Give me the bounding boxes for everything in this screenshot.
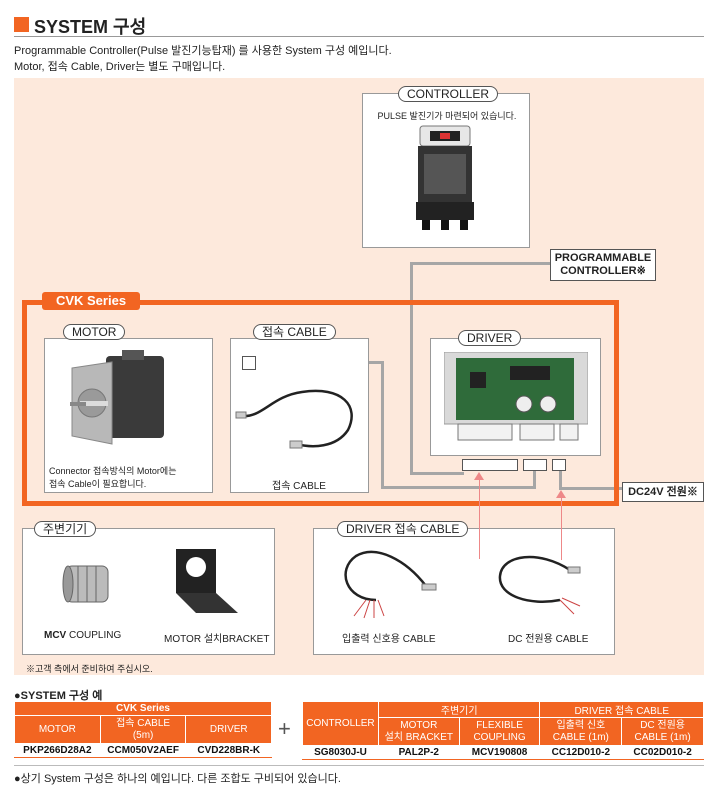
cable-illustration <box>235 389 353 449</box>
col-bracket-2: 설치 BRACKET <box>384 731 453 743</box>
value-coupling: MCV190808 <box>458 745 541 760</box>
peripheral-label: 주변기기 <box>34 521 97 537</box>
peripheral-header: 주변기기 <box>377 701 541 718</box>
motor-note-2: 접속 Cable이 필요합니다. <box>49 479 147 489</box>
col-cable-2: (5m) <box>132 729 154 741</box>
col-controller: CONTROLLER <box>302 701 379 746</box>
programmable-line-1: PROGRAMMABLE <box>554 252 652 264</box>
io-cable-illustration <box>344 550 437 619</box>
driver-illustration <box>444 352 588 441</box>
dc-arrow-line <box>561 496 562 560</box>
col-coupling-1: FLEXIBLE <box>476 719 523 731</box>
system-example-title: ●SYSTEM 구성 예 <box>14 690 103 702</box>
bracket-caption: MOTOR 설치BRACKET <box>164 634 270 645</box>
driver-label: DRIVER <box>458 330 522 346</box>
cvk-series-tab: CVK Series <box>42 292 140 310</box>
value-dc-cable: CC02D010-2 <box>621 745 704 760</box>
dc-cable-caption: DC 전원용 CABLE <box>508 634 589 645</box>
connector-line <box>410 262 550 265</box>
motor-label: MOTOR <box>63 324 126 340</box>
controller-illustration <box>416 125 474 230</box>
page-title: SYSTEM 구성 <box>34 17 147 37</box>
col-io-cable: 입출력 신호 CABLE (1m) <box>539 717 623 746</box>
plus-sign: + <box>278 716 291 741</box>
cvk-series-frame <box>22 300 619 506</box>
accessory-table: CONTROLLER 주변기기 DRIVER 접속 CABLE MOTOR 설치… <box>302 701 704 760</box>
value-controller: SG8030J-U <box>302 745 379 760</box>
programmable-controller-box: PROGRAMMABLE CONTROLLER※ <box>550 249 656 281</box>
cable-label: 접속 CABLE <box>253 324 336 340</box>
intro-line-1: Programmable Controller(Pulse 발진기능탑재) 를 … <box>14 45 392 57</box>
customer-note: ※고객 측에서 준비하여 주십시오. <box>26 664 153 674</box>
connector-line <box>559 487 623 490</box>
col-coupling: FLEXIBLE COUPLING <box>458 717 541 746</box>
col-cable: 접속 CABLE (5m) <box>99 715 187 744</box>
value-io-cable: CC12D010-2 <box>539 745 623 760</box>
coupling-illustration <box>62 565 109 603</box>
controller-note: PULSE 발진기가 마련되어 있습니다. <box>377 111 517 121</box>
driver-port-io <box>462 459 518 471</box>
value-cable: CCM050V2AEF <box>99 743 187 758</box>
cvk-header: CVK Series <box>14 701 272 716</box>
peripheral-box <box>22 528 275 655</box>
coupling-caption-rest: COUPLING <box>66 630 122 641</box>
dc24v-power-box: DC24V 전원※ <box>622 482 704 502</box>
value-motor: PKP266D28A2 <box>14 743 101 758</box>
col-bracket: MOTOR 설치 BRACKET <box>377 717 460 746</box>
dc-arrow-head <box>556 490 566 498</box>
footer-note: ●상기 System 구성은 하나의 예입니다. 다른 조합도 구비되어 있습니… <box>14 773 341 785</box>
driver-cable-header: DRIVER 접속 CABLE <box>539 701 704 718</box>
connector-line <box>381 486 535 489</box>
driver-cable-box <box>313 528 615 655</box>
driver-port-power <box>552 459 566 471</box>
cable-connector-square <box>242 356 256 370</box>
driver-port-motor <box>523 459 547 471</box>
col-driver: DRIVER <box>185 715 272 744</box>
connector-line <box>410 262 413 474</box>
col-cable-1: 접속 CABLE <box>116 717 171 729</box>
col-io-1: 입출력 신호 <box>556 719 606 731</box>
coupling-caption: MCV COUPLING <box>44 630 121 641</box>
cable-caption: 접속 CABLE <box>272 481 326 492</box>
col-dc-cable: DC 전원용 CABLE (1m) <box>621 717 704 746</box>
col-dc-2: CABLE (1m) <box>634 731 691 743</box>
coupling-caption-bold: MCV <box>44 630 67 641</box>
motor-note-1: Connector 접속방식의 Motor에는 <box>49 466 177 476</box>
section-marker <box>14 17 29 32</box>
io-arrow-head <box>474 472 484 480</box>
driver-cable-label: DRIVER 접속 CABLE <box>337 521 469 537</box>
controller-label: CONTROLLER <box>398 86 499 102</box>
io-arrow-line <box>479 477 480 559</box>
col-bracket-1: MOTOR <box>400 719 438 731</box>
intro-line-2: Motor, 접속 Cable, Driver는 별도 구매입니다. <box>14 61 226 73</box>
footer-divider <box>14 765 704 766</box>
connector-line <box>559 466 562 490</box>
title-divider <box>14 36 704 37</box>
connector-line <box>381 361 384 489</box>
io-cable-caption: 입출력 신호용 CABLE <box>342 634 436 645</box>
connector-line <box>410 472 464 475</box>
dc-cable-illustration <box>498 555 581 615</box>
col-coupling-2: COUPLING <box>473 731 526 743</box>
col-io-2: CABLE (1m) <box>552 731 609 743</box>
value-bracket: PAL2P-2 <box>377 745 460 760</box>
bracket-illustration <box>176 549 238 613</box>
programmable-line-2: CONTROLLER※ <box>560 265 646 277</box>
cvk-table: CVK Series MOTOR 접속 CABLE (5m) DRIVER PK… <box>14 701 272 758</box>
motor-illustration <box>70 350 164 445</box>
col-dc-1: DC 전원용 <box>640 719 686 731</box>
col-motor: MOTOR <box>14 715 101 744</box>
connector-line <box>533 466 536 489</box>
value-driver: CVD228BR-K <box>185 743 272 758</box>
